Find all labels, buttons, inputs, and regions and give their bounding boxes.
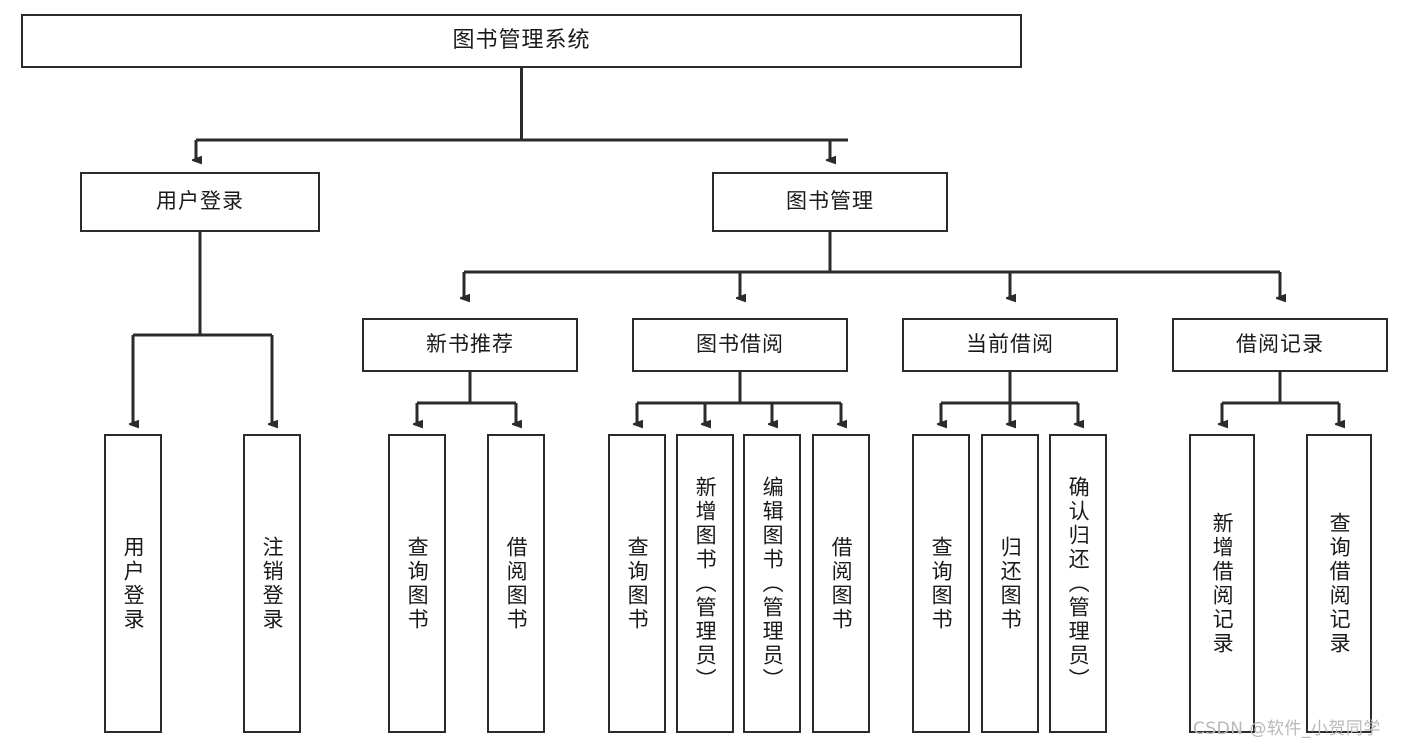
node-new-book-recommend[interactable]: 新书推荐 — [362, 318, 578, 372]
node-leaf-query-book-3[interactable]: 查询图书 — [912, 434, 970, 733]
node-book-manage[interactable]: 图书管理 — [712, 172, 948, 232]
node-user-login-label: 用户登录 — [156, 189, 244, 214]
node-leaf-edit-book-label: 编辑图书（管理员） — [760, 475, 785, 692]
node-leaf-borrow-book-1-label: 借阅图书 — [504, 535, 529, 632]
node-leaf-add-record-label: 新增借阅记录 — [1210, 511, 1235, 656]
node-leaf-user-logout-label: 注销登录 — [260, 535, 285, 632]
node-new-book-recommend-label: 新书推荐 — [426, 332, 514, 357]
node-user-login[interactable]: 用户登录 — [80, 172, 320, 232]
node-leaf-query-record-label: 查询借阅记录 — [1327, 511, 1352, 656]
node-book-borrow-label: 图书借阅 — [696, 332, 784, 357]
node-leaf-query-book-1-label: 查询图书 — [405, 535, 430, 632]
node-leaf-user-logout[interactable]: 注销登录 — [243, 434, 301, 733]
node-leaf-user-login[interactable]: 用户登录 — [104, 434, 162, 733]
node-leaf-query-book-3-label: 查询图书 — [929, 535, 954, 632]
node-leaf-borrow-book-2-label: 借阅图书 — [829, 535, 854, 632]
node-current-borrow[interactable]: 当前借阅 — [902, 318, 1118, 372]
node-root-label: 图书管理系统 — [452, 27, 591, 53]
node-leaf-query-book-2[interactable]: 查询图书 — [608, 434, 666, 733]
node-root[interactable]: 图书管理系统 — [21, 14, 1022, 68]
node-leaf-query-book-1[interactable]: 查询图书 — [388, 434, 446, 733]
node-leaf-borrow-book-2[interactable]: 借阅图书 — [812, 434, 870, 733]
node-leaf-edit-book[interactable]: 编辑图书（管理员） — [743, 434, 801, 733]
node-leaf-add-book[interactable]: 新增图书（管理员） — [676, 434, 734, 733]
node-leaf-user-login-label: 用户登录 — [121, 535, 146, 632]
node-leaf-return-book[interactable]: 归还图书 — [981, 434, 1039, 733]
node-leaf-add-record[interactable]: 新增借阅记录 — [1189, 434, 1255, 733]
node-borrow-record[interactable]: 借阅记录 — [1172, 318, 1388, 372]
node-leaf-return-book-label: 归还图书 — [998, 535, 1023, 632]
node-leaf-confirm-return-label: 确认归还（管理员） — [1066, 475, 1091, 692]
node-leaf-confirm-return[interactable]: 确认归还（管理员） — [1049, 434, 1107, 733]
node-leaf-add-book-label: 新增图书（管理员） — [693, 475, 718, 692]
node-borrow-record-label: 借阅记录 — [1236, 332, 1324, 357]
watermark: CSDN @软件_小贺同学 — [1193, 719, 1381, 739]
node-leaf-query-book-2-label: 查询图书 — [625, 535, 650, 632]
node-leaf-borrow-book-1[interactable]: 借阅图书 — [487, 434, 545, 733]
node-leaf-query-record[interactable]: 查询借阅记录 — [1306, 434, 1372, 733]
node-book-manage-label: 图书管理 — [786, 189, 874, 214]
node-book-borrow[interactable]: 图书借阅 — [632, 318, 848, 372]
node-current-borrow-label: 当前借阅 — [966, 332, 1054, 357]
